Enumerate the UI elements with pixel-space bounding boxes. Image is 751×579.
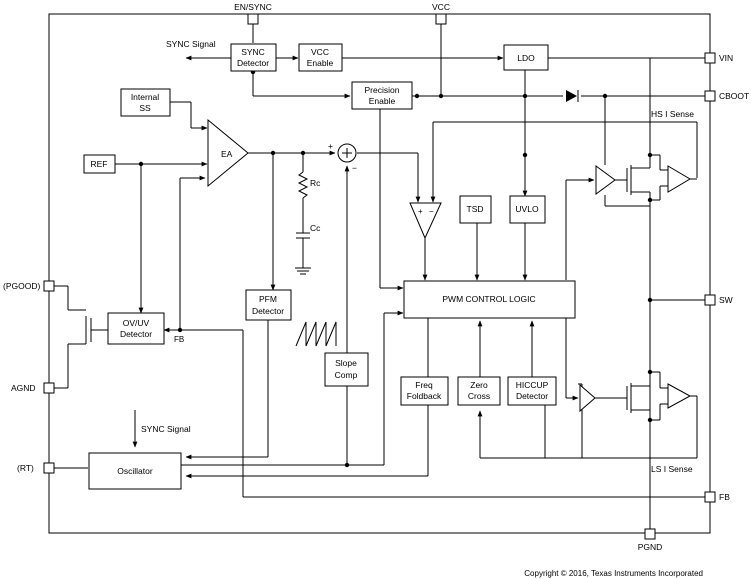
pin-agnd — [43, 382, 55, 394]
sync-signal-top-label: SYNC Signal — [166, 39, 216, 49]
vcc-enable-label-1: VCC — [311, 47, 329, 57]
sync-detector-label-1: SYNC — [241, 47, 265, 57]
pin-en-sync-label: EN/SYNC — [234, 2, 272, 12]
error-amplifier — [207, 118, 249, 188]
hs-i-sense-label: HS I Sense — [651, 109, 694, 119]
wires — [53, 20, 705, 530]
pin-vcc — [435, 13, 447, 25]
rc-label: Rc — [310, 178, 321, 188]
ea-label: EA — [221, 149, 233, 159]
hiccup-detector-block — [507, 376, 557, 406]
summer-plus: + — [328, 141, 333, 151]
ic-boundary — [48, 13, 711, 534]
internal-ss-label-2: SS — [139, 103, 151, 113]
sync-signal-bottom-label: SYNC Signal — [141, 424, 191, 434]
hiccup-label-2: Detector — [516, 391, 548, 401]
precision-enable-block — [351, 81, 413, 110]
precision-enable-label-2: Enable — [369, 96, 396, 106]
boot-diode — [566, 90, 577, 102]
pin-vin-label: VIN — [719, 53, 733, 63]
pin-vin — [704, 52, 716, 64]
oscillator-block — [88, 452, 182, 490]
zero-cross-block — [457, 376, 501, 406]
pfm-detector-label-1: PFM — [259, 294, 277, 304]
pin-pgood — [43, 280, 55, 292]
pfm-detector-label-2: Detector — [252, 306, 284, 316]
pin-cboot-label: CBOOT — [719, 91, 749, 101]
freq-foldback-block — [400, 376, 449, 406]
hs-sense-amp — [667, 165, 691, 193]
pin-fb — [704, 491, 716, 503]
zero-cross-label-2: Cross — [468, 391, 490, 401]
cc-label: Cc — [310, 223, 321, 233]
vcc-enable-block — [298, 43, 343, 72]
pin-pgood-label: (PGOOD) — [3, 281, 40, 291]
sawtooth-waveform — [295, 321, 337, 347]
pin-agnd-label: AGND — [11, 383, 36, 393]
uvlo-block — [509, 195, 546, 224]
pwm-control-logic-label: PWM CONTROL LOGIC — [442, 294, 535, 304]
pin-rt — [43, 462, 55, 474]
ov-uv-detector-block — [107, 312, 165, 345]
ov-uv-label-1: OV/UV — [123, 318, 150, 328]
ref-label: REF — [91, 159, 108, 169]
pin-fb-label: FB — [719, 492, 730, 502]
ldo-label: LDO — [517, 53, 535, 63]
copyright-notice: Copyright © 2016, Texas Instruments Inco… — [524, 569, 703, 578]
ls-sense-amp — [667, 383, 692, 409]
sync-detector-label-2: Detector — [237, 58, 269, 68]
pwm-comparator — [409, 202, 442, 240]
ls-gate-driver — [579, 383, 596, 413]
pin-en-sync — [247, 13, 259, 25]
oscillator-label: Oscillator — [117, 466, 153, 476]
pfm-detector-block — [245, 289, 292, 321]
tsd-block — [459, 195, 492, 224]
pin-sw — [704, 294, 716, 306]
pwm-control-logic-block — [403, 280, 576, 319]
ref-block — [83, 154, 116, 174]
uvlo-label: UVLO — [515, 204, 539, 214]
pins — [43, 13, 716, 540]
pin-vcc-label: VCC — [432, 2, 450, 12]
pin-pgnd-label: PGND — [638, 542, 663, 552]
ldo-block — [503, 44, 549, 71]
summer-minus: − — [352, 163, 357, 173]
internal-ss-block — [120, 88, 171, 117]
pin-cboot — [704, 90, 716, 102]
pin-sw-label: SW — [719, 295, 733, 305]
slope-comp-block — [324, 352, 369, 387]
comp-plus: + — [418, 207, 423, 216]
sync-detector-block — [230, 43, 277, 72]
freq-foldback-label-1: Freq — [415, 380, 433, 390]
freq-foldback-label-2: Foldback — [407, 391, 442, 401]
slope-comp-label-2: Comp — [335, 370, 358, 380]
internal-ss-label-1: Internal — [131, 92, 159, 102]
pin-rt-label: (RT) — [17, 463, 34, 473]
pin-pgnd — [644, 528, 656, 540]
hs-gate-driver — [595, 165, 616, 195]
tsd-label: TSD — [467, 204, 484, 214]
comp-minus: − — [429, 207, 434, 216]
slope-comp-label-1: Slope — [335, 358, 357, 368]
fb-internal-label: FB — [174, 335, 184, 344]
hiccup-label-1: HICCUP — [516, 380, 549, 390]
precision-enable-label-1: Precision — [365, 85, 400, 95]
vcc-enable-label-2: Enable — [307, 58, 334, 68]
ls-i-sense-label: LS I Sense — [651, 464, 693, 474]
junction-dots — [138, 69, 653, 468]
zero-cross-label-1: Zero — [470, 380, 488, 390]
ov-uv-label-2: Detector — [120, 329, 152, 339]
